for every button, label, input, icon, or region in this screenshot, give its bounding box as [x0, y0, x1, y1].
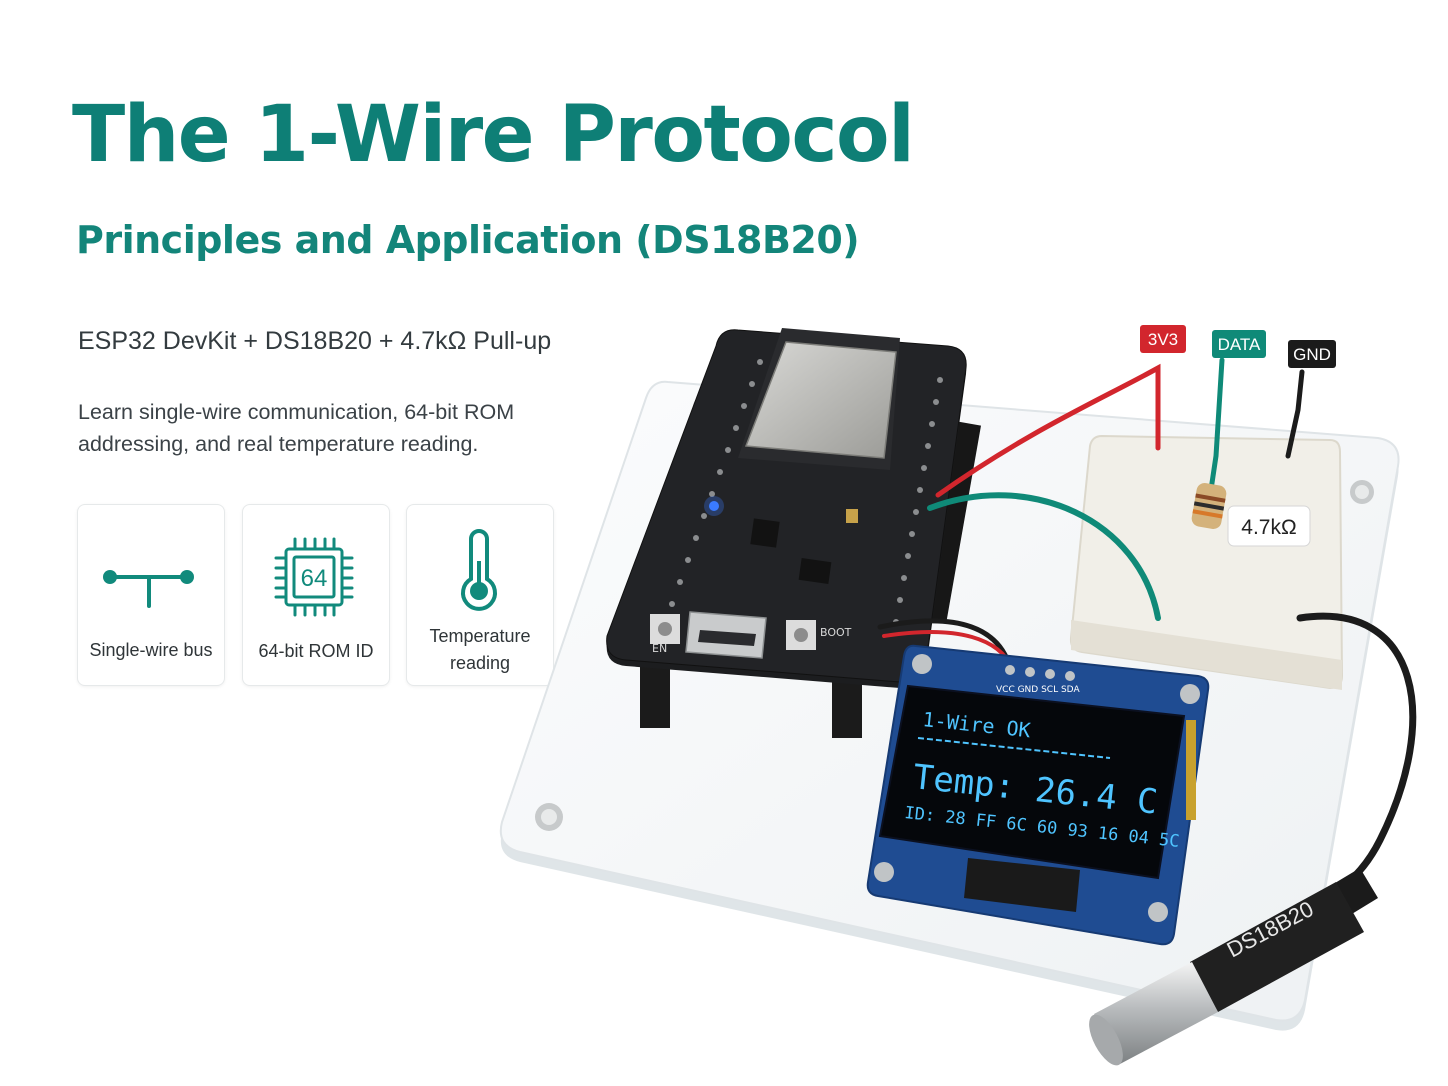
- wire-label-data: DATA: [1212, 330, 1266, 358]
- breadboard: [1069, 434, 1344, 690]
- feature-card-bus: Single-wire bus: [77, 504, 225, 686]
- thermometer-icon: [461, 529, 497, 611]
- wires: [877, 357, 1417, 914]
- svg-text:GND: GND: [1293, 345, 1331, 364]
- description: Learn single-wire communication, 64-bit …: [78, 400, 515, 456]
- resistor-label: 4.7kΩ: [1227, 505, 1311, 547]
- esp32-board: EN BOOT: [606, 328, 982, 738]
- page-title: The 1-Wire Protocol: [72, 90, 915, 180]
- page-subtitle: Principles and Application (DS18B20): [76, 218, 860, 262]
- oled-pin-labels: VCC GND SCL SDA: [996, 685, 1080, 695]
- wire-label-gnd: GND: [1288, 340, 1336, 368]
- kit-line: ESP32 DevKit + DS18B20 + 4.7kΩ Pull-up: [78, 327, 552, 355]
- feature-label-bus: Single-wire bus: [89, 640, 213, 660]
- board-en-label: EN: [652, 642, 667, 655]
- feature-label-rom: 64-bit ROM ID: [258, 641, 374, 661]
- svg-text:3V3: 3V3: [1148, 330, 1178, 349]
- svg-text:DATA: DATA: [1218, 335, 1261, 354]
- feature-card-rom: 64 64-bit ROM ID: [242, 504, 390, 686]
- svg-text:4.7kΩ: 4.7kΩ: [1241, 516, 1296, 539]
- chip-text: 64: [301, 565, 328, 592]
- chip-icon: 64: [274, 537, 354, 617]
- feature-card-temp: Temperature reading: [406, 504, 554, 686]
- wire-label-3v3: 3V3: [1140, 325, 1186, 353]
- board-boot-label: BOOT: [820, 626, 852, 639]
- feature-label-temp: Temperature reading: [429, 626, 531, 673]
- oled-module: VCC GND SCL SDA 1-Wire OK Temp: 26.4 C I…: [866, 644, 1210, 946]
- bus-icon: [103, 570, 194, 608]
